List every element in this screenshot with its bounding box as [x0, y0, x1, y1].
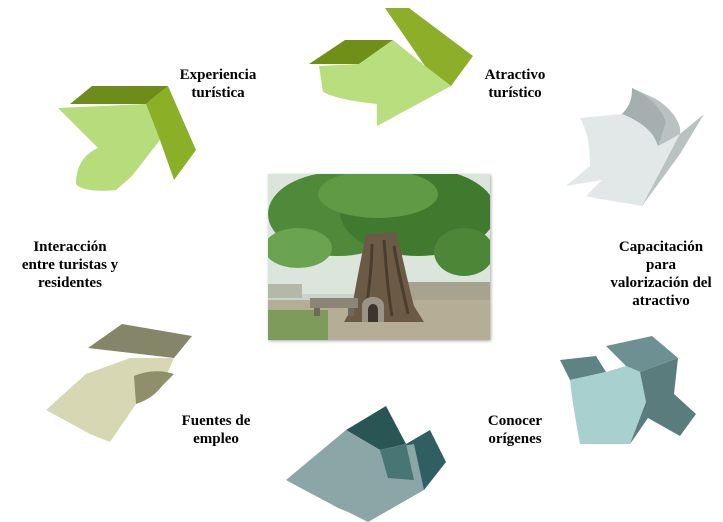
arrow-capacitacion-icon — [566, 88, 704, 206]
node-label-fuentes: Fuentes de empleo — [181, 413, 251, 447]
node-label-conocer: Conocer orígenes — [487, 413, 543, 447]
arrow-fuentes-icon — [286, 406, 446, 522]
arrow-atractivo-icon — [309, 8, 473, 126]
arrow-interaccion-icon — [46, 324, 192, 442]
tree-photo — [268, 174, 490, 340]
arrow-conocer-icon — [560, 336, 696, 444]
node-label-atractivo: Atractivo turístico — [484, 67, 546, 101]
node-label-interaccion: Interacción entre turistas y residentes — [21, 239, 119, 291]
node-label-experiencia: Experiencia turística — [179, 67, 257, 101]
arrow-experiencia-icon — [58, 86, 196, 191]
node-label-capacitacion: Capacitación para valorización del atrac… — [610, 239, 712, 309]
